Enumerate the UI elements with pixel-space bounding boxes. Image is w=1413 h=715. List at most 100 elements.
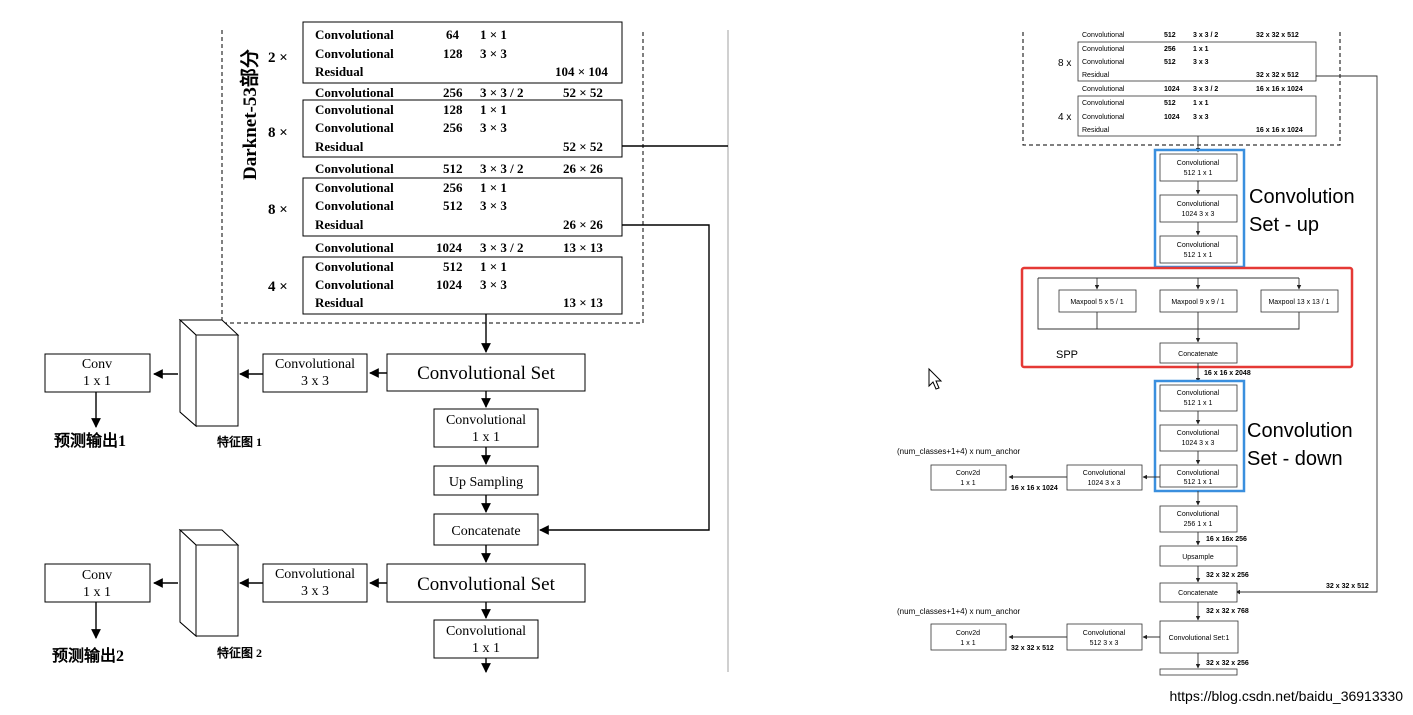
layer-name: Convolutional bbox=[315, 85, 394, 100]
group-box-3 bbox=[302, 177, 623, 237]
box-size: 512 3 x 3 bbox=[1090, 640, 1119, 647]
spp-bypass bbox=[1037, 278, 1097, 330]
layer-name: Convolutional bbox=[1082, 86, 1125, 93]
head1-conv-out-box bbox=[44, 353, 151, 393]
layer-name: Residual bbox=[315, 295, 364, 310]
head2-conv-out-label: Conv bbox=[82, 568, 112, 583]
right-panel: Convolutional 512 3 x 3 / 2 32 x 32 x 51… bbox=[897, 32, 1378, 676]
dim-bottom: 32 x 32 x 256 bbox=[1206, 660, 1249, 667]
group-3-multiplier: 8 × bbox=[268, 202, 288, 218]
layer-name: Convolutional bbox=[315, 102, 394, 117]
right-concat-box bbox=[1159, 582, 1238, 603]
box-label: Convolutional bbox=[1083, 630, 1126, 637]
group-4-rows: Convolutional 512 1 × 1 Convolutional 10… bbox=[315, 259, 603, 310]
right-conv-set-1-box bbox=[1159, 620, 1239, 654]
layer-output: 26 × 26 bbox=[563, 161, 603, 176]
group-box-4 bbox=[302, 256, 623, 315]
layer-size: 3 × 3 / 2 bbox=[480, 161, 524, 176]
box-size: 1024 3 x 3 bbox=[1182, 440, 1215, 447]
layer-name: Residual bbox=[315, 217, 364, 232]
maxpool-9-box bbox=[1159, 289, 1238, 313]
layer-filters: 1024 bbox=[1164, 114, 1180, 121]
layer-output: 13 × 13 bbox=[563, 295, 603, 310]
layer-output: 16 x 16 x 1024 bbox=[1256, 86, 1303, 93]
right-head2-conv-box bbox=[1066, 623, 1143, 651]
dim-768: 32 x 32 x 768 bbox=[1206, 608, 1249, 615]
layer-filters: 128 bbox=[443, 46, 463, 61]
layer-filters: 1024 bbox=[436, 277, 463, 292]
box-size: 1024 3 x 3 bbox=[1182, 211, 1215, 218]
layer-size: 1 × 1 bbox=[480, 180, 507, 195]
layer-output: 32 x 32 x 512 bbox=[1256, 32, 1299, 39]
right-top-row: Convolutional 512 3 x 3 / 2 32 x 32 x 51… bbox=[1082, 32, 1299, 39]
conv-set-1-box bbox=[386, 353, 586, 392]
layer-size: 1 × 1 bbox=[480, 259, 507, 274]
layer-size: 3 × 3 / 2 bbox=[480, 240, 524, 255]
layer-output: 32 x 32 x 512 bbox=[1256, 72, 1299, 79]
up-sampling-box bbox=[433, 465, 539, 496]
right-upsample-box bbox=[1159, 545, 1238, 567]
dim-32-512: 32 x 32 x 512 bbox=[1011, 645, 1054, 652]
spp-concat-box bbox=[1159, 342, 1238, 364]
right-head1-conv2d-box bbox=[930, 464, 1007, 491]
conv-set-down-label-1: Convolution bbox=[1247, 420, 1353, 442]
right-head1-conv-box bbox=[1066, 464, 1143, 491]
head2-conv-out-box bbox=[44, 563, 151, 603]
group-3-rows: Convolutional 256 1 × 1 Convolutional 51… bbox=[315, 180, 603, 232]
layer-filters: 512 bbox=[443, 259, 463, 274]
group-2-multiplier: 8 × bbox=[268, 125, 288, 141]
layer-name: Convolutional bbox=[1082, 100, 1125, 107]
conv-set-2-box bbox=[386, 563, 586, 603]
box-label: Convolutional bbox=[1177, 201, 1220, 208]
head1-conv3x3-label: Convolutional bbox=[275, 357, 355, 372]
layer-size: 3 × 3 bbox=[480, 46, 507, 61]
layer-filters: 256 bbox=[443, 180, 463, 195]
head-2-label: (num_classes+1+4) x num_anchor bbox=[897, 607, 1021, 616]
layer-output: 52 × 52 bbox=[563, 85, 603, 100]
conv1x1-label: Convolutional bbox=[446, 413, 526, 428]
layer-filters: 512 bbox=[443, 161, 463, 176]
conv-set-down-highlight bbox=[1153, 379, 1246, 493]
conv-set-up-box-1 bbox=[1159, 153, 1238, 182]
layer-name: Convolutional bbox=[315, 46, 394, 61]
side-skip-dim: 32 x 32 x 512 bbox=[1326, 583, 1369, 590]
box-size: 512 1 x 1 bbox=[1184, 170, 1213, 177]
feature-map-2-label: 特征图 2 bbox=[217, 645, 262, 660]
conv-set-1-label: Convolutional Set:1 bbox=[1169, 635, 1230, 642]
conv-set-down-label-2: Set - down bbox=[1247, 448, 1343, 470]
layer-size: 3 x 3 bbox=[1193, 59, 1209, 66]
conv1x1-size: 1 x 1 bbox=[472, 430, 500, 445]
box-size: 512 1 x 1 bbox=[1184, 479, 1213, 486]
head-1-label: (num_classes+1+4) x num_anchor bbox=[897, 447, 1021, 456]
head2-conv3x3-box bbox=[262, 563, 368, 603]
layer-size: 3 x 3 / 2 bbox=[1193, 32, 1218, 39]
feature-map-1 bbox=[178, 318, 240, 428]
box-label: Convolutional bbox=[1177, 511, 1220, 518]
feature-map-2 bbox=[178, 528, 240, 638]
layer-name: Convolutional bbox=[1082, 59, 1125, 66]
right-head2-conv2d-box bbox=[930, 623, 1007, 651]
layer-filters: 64 bbox=[446, 27, 460, 42]
layer-size: 3 × 3 bbox=[480, 277, 507, 292]
layer-size: 3 × 3 bbox=[480, 120, 507, 135]
layer-filters: 1024 bbox=[436, 240, 463, 255]
layer-output: 52 × 52 bbox=[563, 139, 603, 154]
layer-size: 3 x 3 / 2 bbox=[1193, 86, 1218, 93]
layer-name: Convolutional bbox=[315, 198, 394, 213]
layer-name: Convolutional bbox=[315, 180, 394, 195]
head1-conv3x3-box bbox=[262, 353, 368, 393]
upsample-label: Upsample bbox=[1182, 554, 1214, 561]
layer-name: Convolutional bbox=[1082, 46, 1125, 53]
layer-name: Convolutional bbox=[315, 120, 394, 135]
layer-name: Convolutional bbox=[315, 240, 394, 255]
maxpool-13-box bbox=[1260, 289, 1339, 313]
layer-output: 26 × 26 bbox=[563, 217, 603, 232]
right-group8-box bbox=[1077, 41, 1317, 82]
maxpool-5-label: Maxpool 5 x 5 / 1 bbox=[1070, 299, 1123, 306]
box-label: Convolutional bbox=[1177, 470, 1220, 477]
layer-size: 1 x 1 bbox=[1193, 100, 1209, 107]
maxpool-5-box bbox=[1058, 289, 1137, 313]
conv1x1-size: 1 x 1 bbox=[472, 641, 500, 656]
